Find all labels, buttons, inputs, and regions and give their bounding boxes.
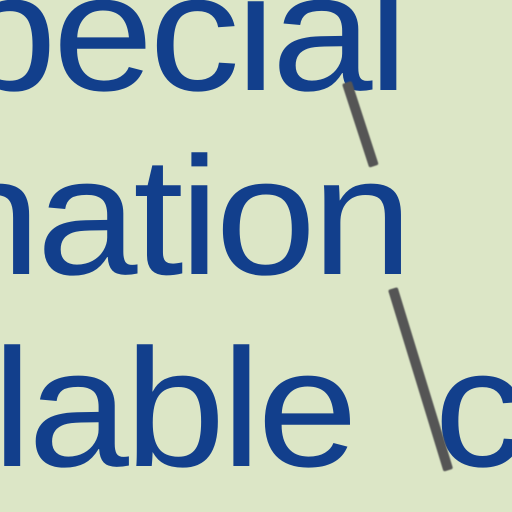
text-line-1: pecial bbox=[0, 0, 408, 126]
text-line-2: nation bbox=[0, 122, 413, 310]
text-line-3: lable bbox=[0, 314, 358, 502]
